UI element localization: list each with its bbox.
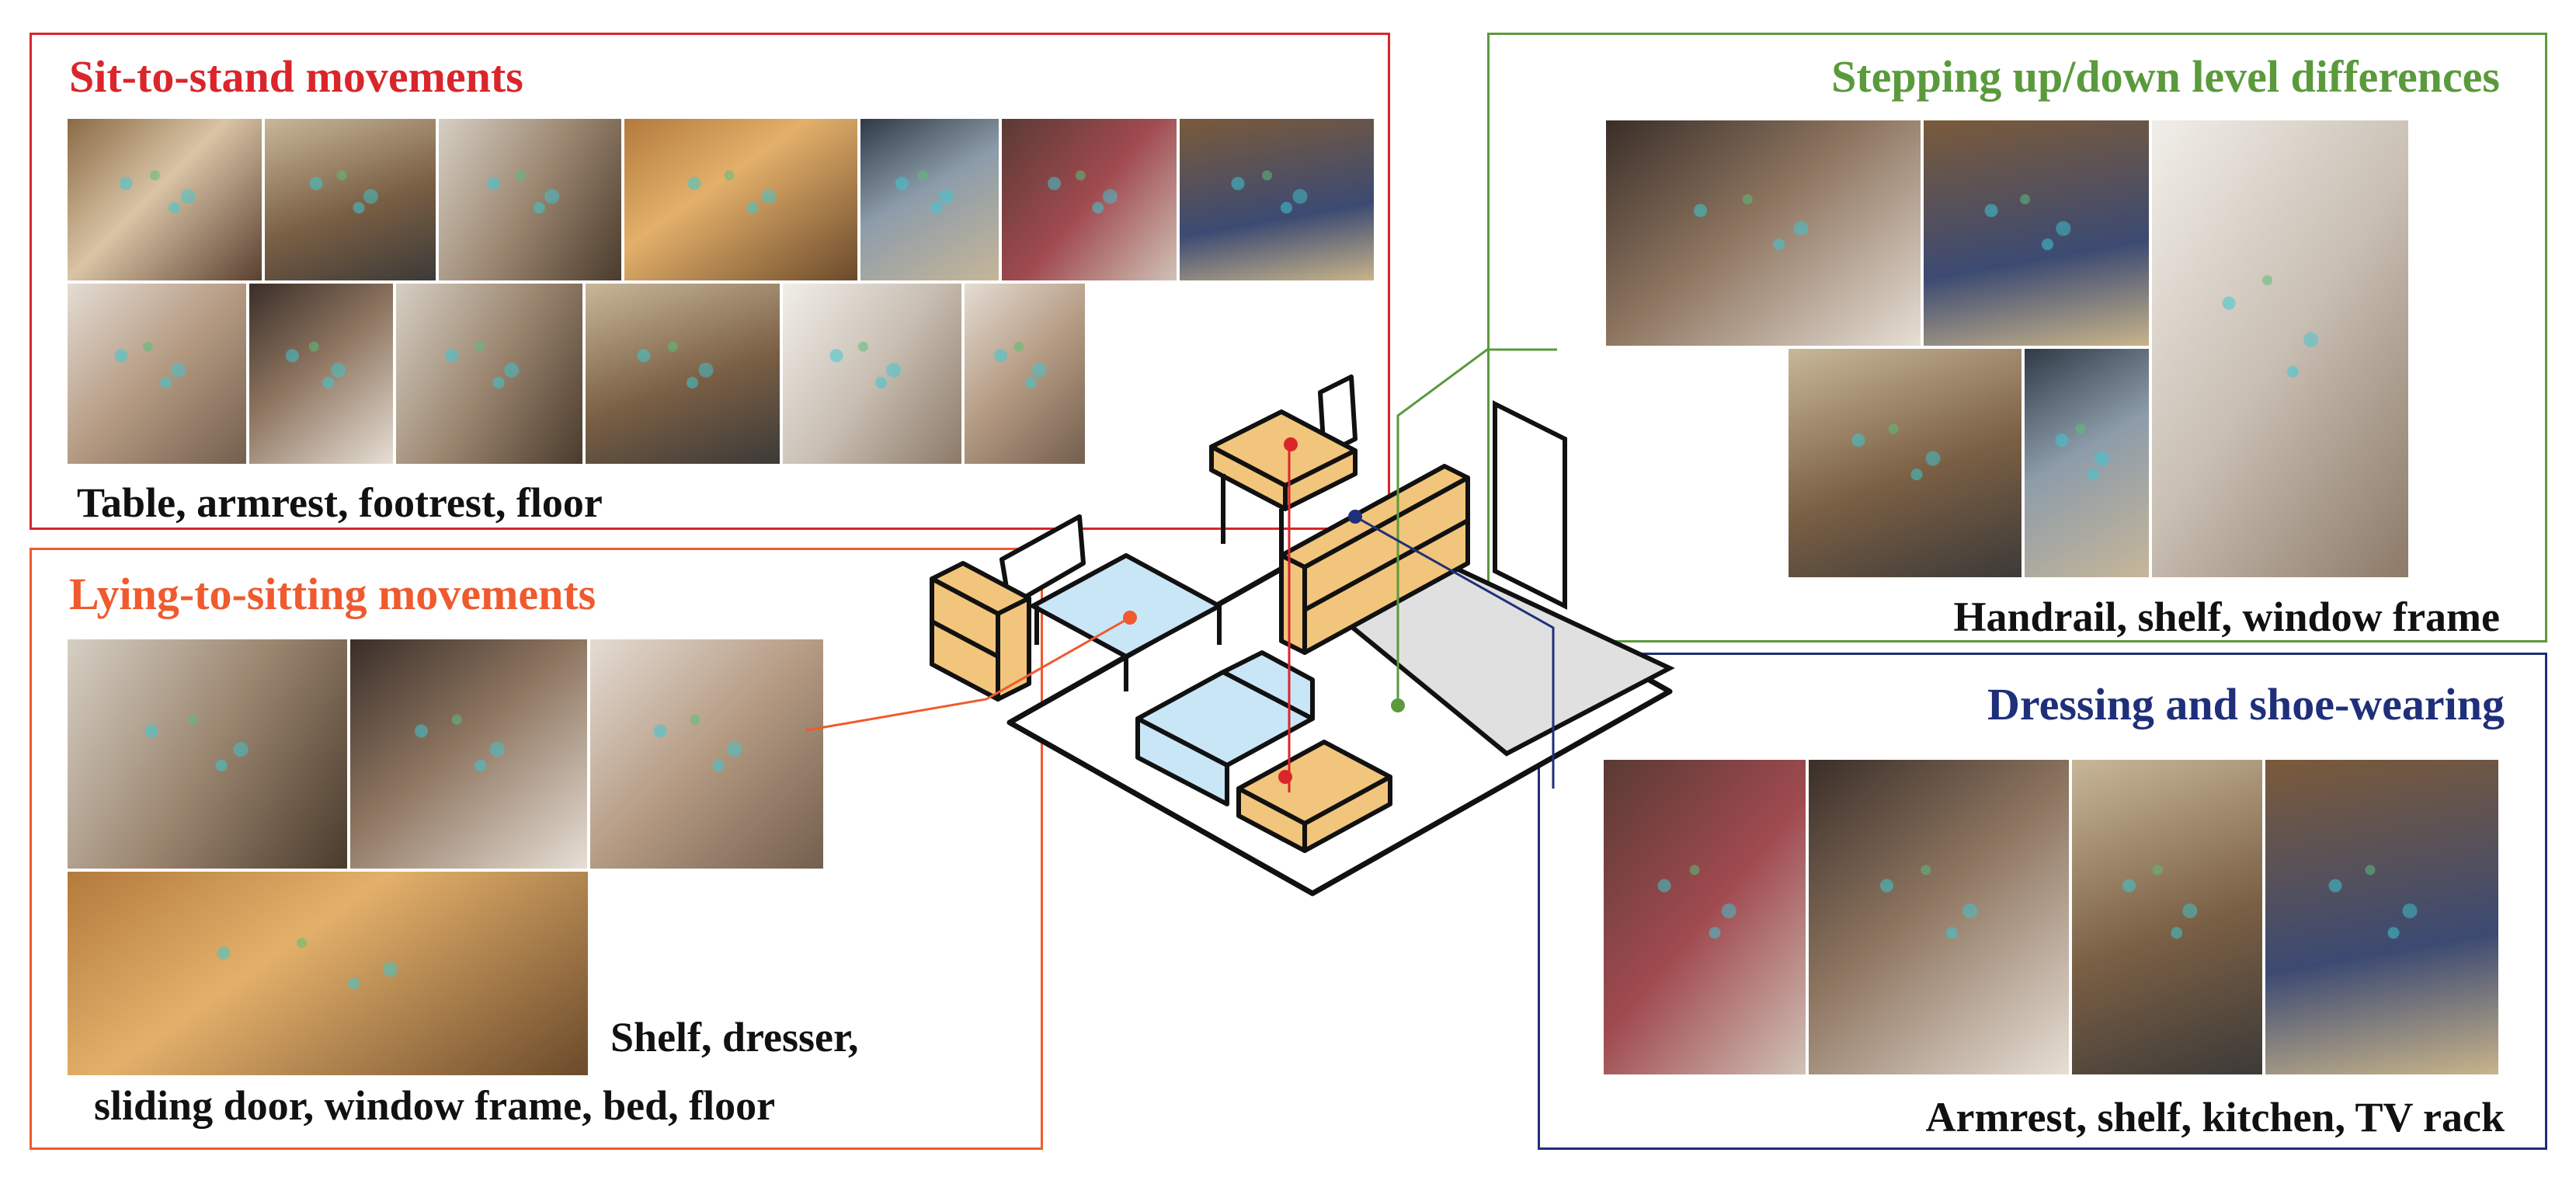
scene-photo [1789, 349, 2022, 577]
panel-caption-sit-to-stand: Table, armrest, footrest, floor [77, 479, 603, 526]
panel-title-sit-to-stand: Sit-to-stand movements [69, 51, 523, 102]
panel-sit-to-stand: Sit-to-stand movements Table, armrest, f… [30, 33, 1390, 530]
panel-caption-stepping: Handrail, shelf, window frame [1953, 594, 2500, 640]
panel-stepping: Stepping up/down level differences Handr… [1487, 33, 2547, 642]
scene-photo [439, 119, 621, 280]
scene-photo [68, 872, 588, 1075]
scene-photo [1809, 760, 2069, 1074]
scene-photo [1180, 119, 1374, 280]
scene-photo [2025, 349, 2149, 577]
panel-title-lying-to-sitting: Lying-to-sitting movements [69, 569, 596, 619]
scene-photo [1604, 760, 1806, 1074]
scene-photo [68, 639, 347, 869]
scene-photo [590, 639, 823, 869]
scene-photo [68, 119, 262, 280]
scene-photo [1924, 120, 2149, 346]
panel-lying-to-sitting: Lying-to-sitting movements Shelf, dresse… [30, 548, 1043, 1150]
scene-photo [860, 119, 999, 280]
panel-caption-dressing: Armrest, shelf, kitchen, TV rack [1925, 1094, 2505, 1140]
scene-photo [1002, 119, 1177, 280]
sofa [1135, 650, 1315, 806]
scene-photo [1606, 120, 1921, 346]
scene-photo [265, 119, 436, 280]
scene-photo [249, 284, 393, 464]
scene-photo [586, 284, 780, 464]
scene-photo [965, 284, 1085, 464]
scene-photo [783, 284, 961, 464]
scene-photo [2072, 760, 2262, 1074]
scene-photo [2265, 760, 2498, 1074]
scene-photo [350, 639, 587, 869]
panel-caption-lying-to-sitting-line2: sliding door, window frame, bed, floor [94, 1082, 776, 1129]
front-desk [1236, 740, 1392, 853]
scene-photo [396, 284, 582, 464]
scene-photo [68, 284, 246, 464]
panel-dressing: Dressing and shoe-wearing Armrest, shelf… [1538, 653, 2547, 1150]
panel-title-stepping: Stepping up/down level differences [1831, 51, 2500, 102]
panel-caption-lying-to-sitting-line1: Shelf, dresser, [610, 1014, 859, 1060]
panel-title-dressing: Dressing and shoe-wearing [1987, 679, 2505, 730]
scene-photo [2152, 120, 2408, 577]
scene-photo [624, 119, 857, 280]
